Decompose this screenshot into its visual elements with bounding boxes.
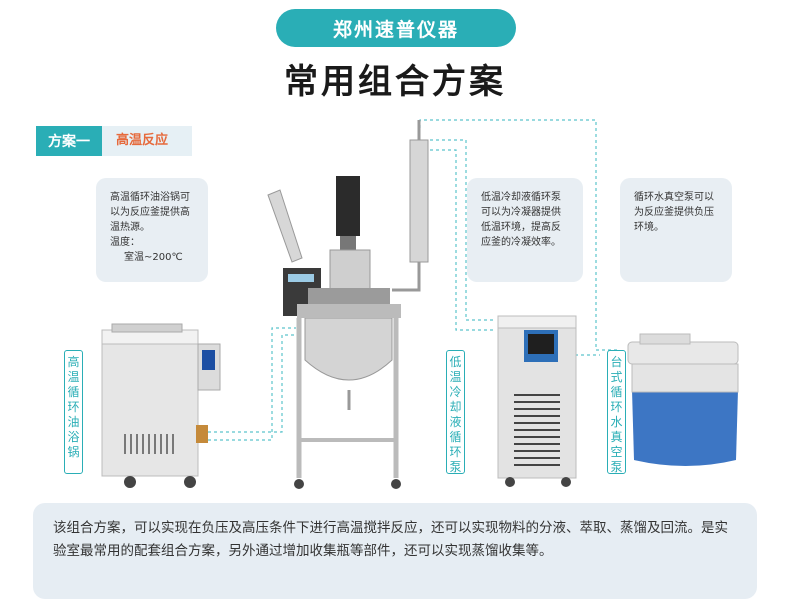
equipment-illustration (101, 119, 739, 489)
scheme-name: 高温反应 (116, 133, 169, 148)
callout-oil-bath: 高温循环油浴锅可 以为反应釜提供高 温热源。 温度： 室温~200℃ (96, 178, 208, 282)
callout-line: 循环水真空泵可以 (634, 192, 714, 203)
callout-line: 高温循环油浴锅可 (110, 192, 190, 203)
chiller-device (497, 315, 577, 487)
glass-reactor (267, 120, 429, 489)
label-chiller: 低温冷却液循环泵 (446, 350, 465, 474)
page-title: 常用组合方案 (284, 62, 506, 102)
connection-lines (202, 119, 620, 441)
callout-line: 为反应釜提供负压 (634, 207, 714, 218)
callout-line: 低温环境，提高反 (481, 222, 561, 233)
oil-bath-device (101, 323, 221, 488)
chiller-line (430, 139, 494, 321)
oil-bath-line (202, 327, 296, 441)
description-box: 该组合方案，可以实现在负压及高压条件下进行高温搅拌反应，还可以实现物料的分液、萃… (33, 503, 757, 599)
brand-pill: 郑州速普仪器 (276, 9, 516, 47)
callout-vacuum: 循环水真空泵可以 为反应釜提供负压 环境。 (620, 178, 732, 282)
label-oil-bath: 高温循环油浴锅 (64, 350, 83, 474)
scheme-tag: 方案一 (36, 126, 102, 156)
callout-line: 应釜的冷凝效率。 (481, 237, 561, 248)
chiller-line (430, 149, 494, 331)
label-text: 高温循环油浴锅 (67, 355, 80, 459)
vacuum-pump-device (627, 333, 739, 466)
oil-bath-line (202, 334, 296, 433)
callout-line: 以为反应釜提供高 (110, 207, 190, 218)
callout-line: 室温~200℃ (124, 252, 183, 263)
callout-line: 可以为冷凝器提供 (481, 207, 561, 218)
callout-chiller: 低温冷却液循环泵 可以为冷凝器提供 低温环境，提高反 应釜的冷凝效率。 (467, 178, 583, 282)
callout-line: 低温冷却液循环泵 (481, 192, 561, 203)
label-vacuum-pump: 台式循环水真空泵 (607, 350, 626, 474)
callout-line: 环境。 (634, 222, 664, 233)
vacuum-line (419, 119, 620, 351)
label-text: 低温冷却液循环泵 (449, 355, 462, 474)
callout-line: 温热源。 (110, 222, 150, 233)
label-text: 台式循环水真空泵 (610, 355, 623, 474)
callout-line: 温度： (110, 237, 140, 248)
